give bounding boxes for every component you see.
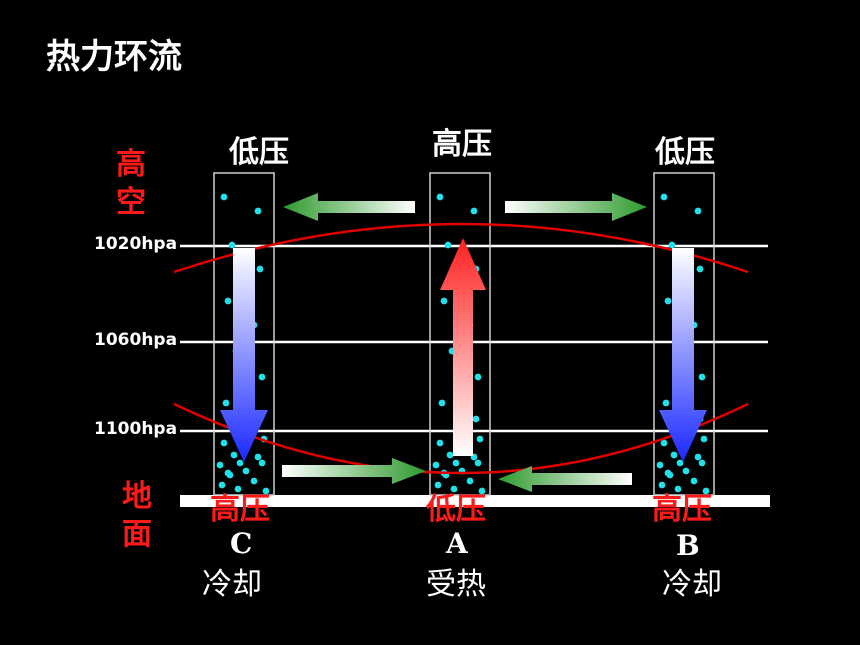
ground-label-center: 低压 <box>426 492 486 527</box>
upper-label-left: 低压 <box>229 135 289 170</box>
air-particle <box>696 265 704 273</box>
air-particle <box>694 453 702 461</box>
air-particle <box>230 451 238 459</box>
air-particle <box>256 265 264 273</box>
air-particle <box>476 435 484 443</box>
air-particle <box>220 193 228 201</box>
isobar-label-1020: 1020hpa <box>94 234 178 254</box>
air-particle <box>662 399 670 407</box>
surface-flow-arrow-left <box>282 458 426 484</box>
ground-bar <box>180 495 770 507</box>
air-particle <box>220 439 228 447</box>
surface-flow-arrow-right <box>498 466 632 492</box>
air-particle <box>474 373 482 381</box>
air-particle <box>698 373 706 381</box>
air-particle <box>656 461 664 469</box>
air-particle <box>664 297 672 305</box>
upper-flow-arrow-left <box>283 193 415 221</box>
rising-arrow-center <box>440 238 486 456</box>
air-particle <box>470 207 478 215</box>
air-particle <box>472 415 480 423</box>
upper-flow-arrow-right <box>505 193 647 221</box>
air-particle <box>218 481 226 489</box>
air-particle <box>440 297 448 305</box>
air-particle <box>444 241 452 249</box>
air-particle <box>224 297 232 305</box>
air-column-left <box>213 172 275 496</box>
air-particle <box>216 461 224 469</box>
air-particle <box>700 435 708 443</box>
column-letter-center: A <box>446 527 468 560</box>
upper-label-center: 高压 <box>432 127 492 162</box>
air-particle <box>660 193 668 201</box>
air-particle <box>698 459 706 467</box>
air-particle <box>668 241 676 249</box>
air-particle <box>250 477 258 485</box>
sinking-arrow-right <box>659 248 707 462</box>
ground-label-left: 高压 <box>210 492 270 527</box>
air-particle <box>234 485 242 493</box>
air-particle <box>262 487 270 495</box>
air-particle <box>682 467 690 475</box>
page-title: 热力环流 <box>46 37 182 77</box>
air-column-right <box>653 172 715 496</box>
isobar-label-1060: 1060hpa <box>94 330 178 350</box>
side-label-ground: 地面 <box>122 479 152 552</box>
air-particle <box>432 461 440 469</box>
upper-label-right: 低压 <box>655 135 715 170</box>
air-particle <box>258 459 266 467</box>
air-particle <box>222 399 230 407</box>
air-particle <box>474 459 482 467</box>
air-particle <box>236 459 244 467</box>
column-letter-right: B <box>676 529 700 562</box>
air-particle <box>258 373 266 381</box>
air-particle <box>666 471 674 479</box>
side-label-upper: 高空 <box>116 147 146 220</box>
air-particle <box>674 485 682 493</box>
air-particle <box>254 453 262 461</box>
air-particle <box>702 487 710 495</box>
air-particle <box>446 451 454 459</box>
air-particle <box>434 481 442 489</box>
air-particle <box>436 439 444 447</box>
air-particle <box>694 207 702 215</box>
air-particles <box>216 193 710 495</box>
air-particle <box>670 451 678 459</box>
air-particle <box>436 193 444 201</box>
air-particle <box>658 481 666 489</box>
air-particle <box>450 485 458 493</box>
air-particle <box>660 439 668 447</box>
air-particle <box>676 459 684 467</box>
column-letter-left: C <box>230 527 253 560</box>
isobar-label-1100: 1100hpa <box>94 419 178 439</box>
column-state-right: 冷却 <box>662 567 722 602</box>
column-state-left: 冷却 <box>202 567 262 602</box>
air-particle <box>226 471 234 479</box>
air-particle <box>452 459 460 467</box>
air-particle <box>690 477 698 485</box>
air-particle <box>228 241 236 249</box>
air-particle <box>254 207 262 215</box>
air-particle <box>466 477 474 485</box>
air-particle <box>478 487 486 495</box>
ground-label-right: 高压 <box>652 492 712 527</box>
air-particle <box>438 399 446 407</box>
air-column-center <box>429 172 491 496</box>
air-particle <box>242 467 250 475</box>
column-state-center: 受热 <box>426 567 486 602</box>
sinking-arrow-left <box>220 248 268 462</box>
